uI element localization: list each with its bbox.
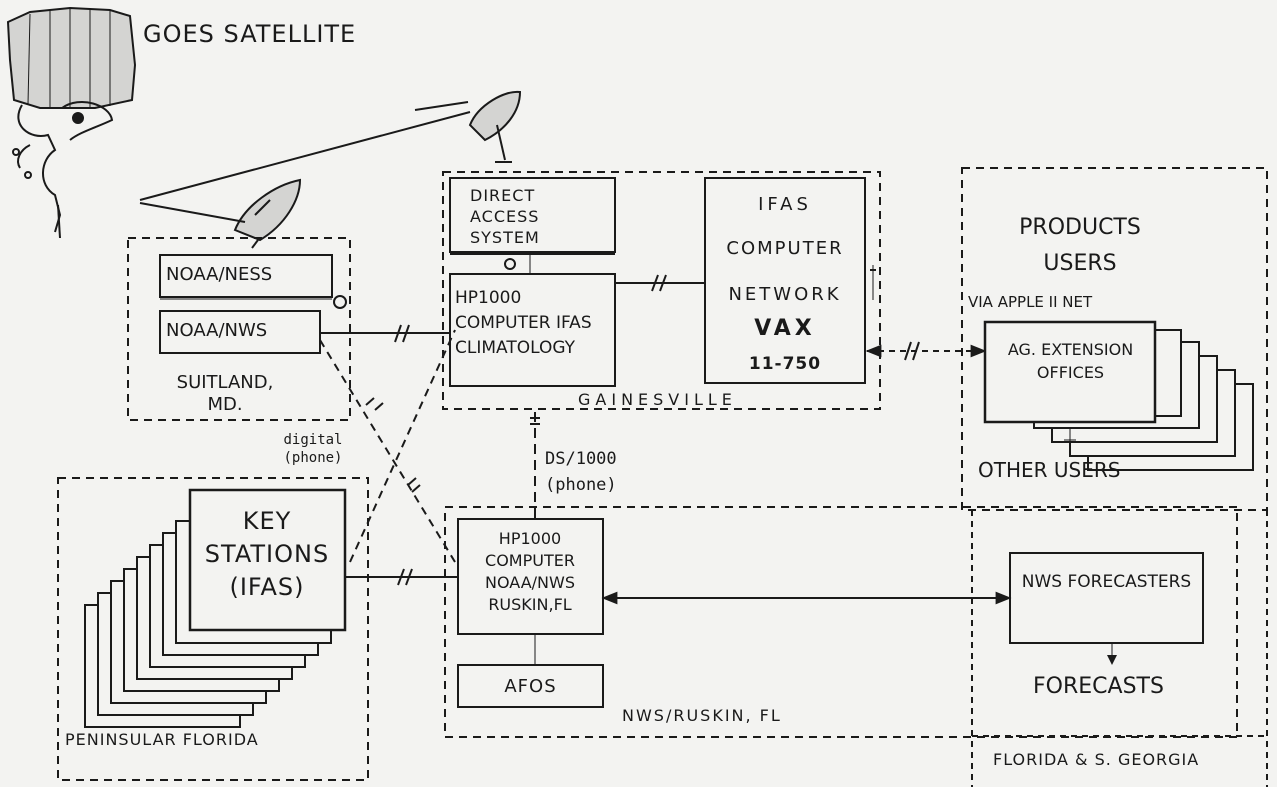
gainesville-dish-icon: [468, 90, 522, 163]
satellite-title: GOES SATELLITE: [143, 20, 357, 48]
key-stations-label: KEY STATIONS (IFAS): [204, 507, 330, 601]
ifas-network-label: NETWORK: [728, 284, 842, 305]
ag-extension-label: AG. EXTENSION OFFICES: [1007, 340, 1134, 382]
peninsular-florida-label: PENINSULAR FLORIDA: [65, 730, 259, 749]
ground-dish-icon: [233, 178, 302, 249]
nws-forecasters-label: NWS FORECASTERS: [1021, 572, 1192, 592]
digital-phone-note: digital (phone): [283, 432, 343, 466]
vax-label: VAX: [754, 316, 816, 341]
background-typewriter-text: [757, 0, 1277, 180]
gainesville-hp1000-label: HP1000 COMPUTER IFAS CLIMATOLOGY: [455, 288, 592, 358]
satellite-icon: [6, 6, 137, 239]
ruskin-hp1000-label: HP1000 COMPUTER NOAA/NWS RUSKIN,FL: [485, 529, 575, 614]
products-users-heading: PRODUCTS USERS: [1019, 215, 1141, 276]
ifas-label: IFAS: [758, 194, 812, 215]
florida-georgia-label: FLORIDA & S. GEORGIA: [993, 750, 1200, 769]
ds1000-label: DS/1000 (phone): [545, 449, 617, 495]
forecasts-label: FORECASTS: [1033, 674, 1164, 699]
ifas-computer-label: COMPUTER: [726, 238, 844, 259]
ag-offices-stack: [983, 320, 1254, 471]
key-stations-stack: [84, 488, 347, 728]
das-label: DIRECT ACCESS SYSTEM: [470, 186, 540, 247]
afos-label: AFOS: [504, 676, 557, 697]
noaa-nws-label: NOAA/NWS: [166, 320, 268, 341]
noaa-ness-label: NOAA/NESS: [166, 264, 273, 285]
suitland-label: SUITLAND, MD.: [176, 372, 274, 415]
gainesville-label: GAINESVILLE: [578, 390, 737, 409]
via-apple-label: VIA APPLE II NET: [968, 293, 1093, 311]
vax-model-label: 11-750: [748, 354, 822, 374]
nws-ruskin-label: NWS/RUSKIN, FL: [622, 706, 782, 725]
other-users-label: OTHER USERS: [978, 458, 1121, 482]
